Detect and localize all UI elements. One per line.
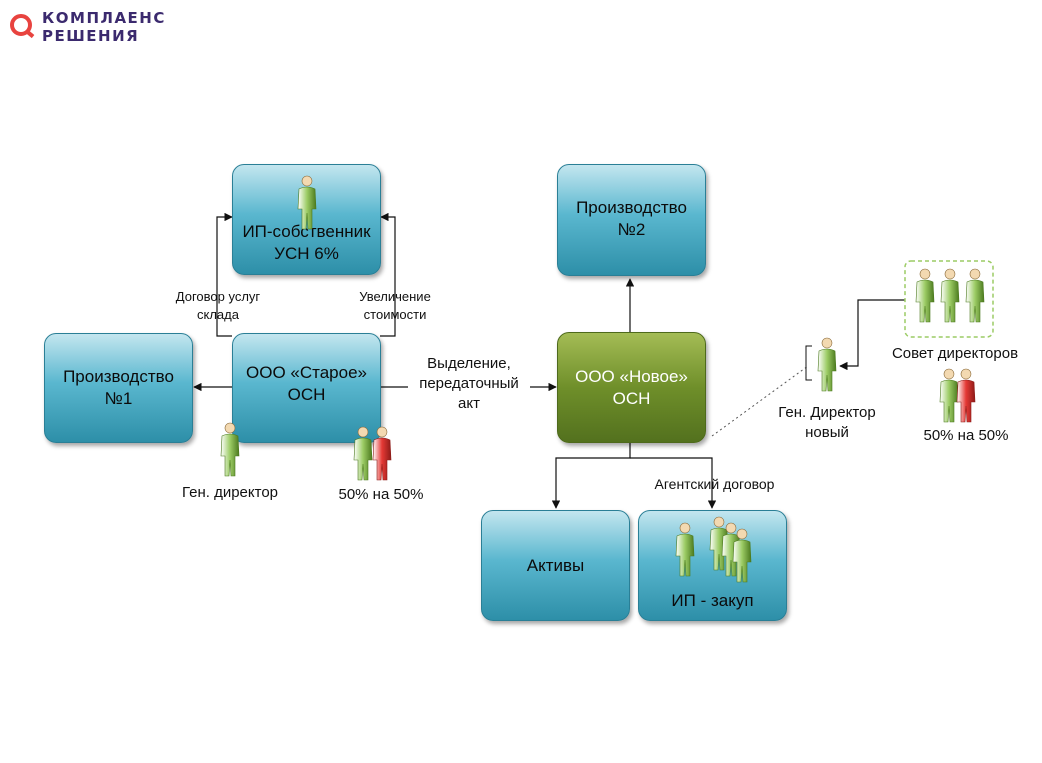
label-spin-off-line2: передаточный bbox=[419, 375, 519, 392]
ip-owner-person-icon bbox=[297, 175, 317, 230]
company-logo: КОМПЛАЕНС РЕШЕНИЯ bbox=[8, 10, 208, 50]
label-service-contract-line1: Договор услуг bbox=[175, 289, 261, 304]
logo-line1: КОМПЛАЕНС bbox=[42, 9, 166, 27]
box-ooo-old-line1: ООО «Старое» bbox=[246, 363, 367, 382]
box-production1-line1: Производство bbox=[63, 367, 174, 386]
box-ooo-old-line2: ОСН bbox=[287, 385, 326, 404]
label-service-contract-line2: склада bbox=[197, 307, 239, 322]
box-assets: Активы bbox=[481, 510, 630, 621]
box-production1-line2: №1 bbox=[104, 389, 133, 408]
box-production2-line1: Производство bbox=[576, 198, 687, 217]
label-cost-increase-line1: Увеличение bbox=[359, 289, 431, 304]
ip-purchase-person-1-icon bbox=[675, 522, 695, 577]
director-bracket bbox=[805, 345, 812, 381]
box-assets-line1: Активы bbox=[526, 555, 585, 575]
board-member-3-person-icon bbox=[965, 268, 985, 323]
label-spin-off-line1: Выделение, bbox=[427, 355, 511, 372]
label-split-old: 50% на 50% bbox=[338, 486, 424, 503]
partner-green-person-icon bbox=[353, 426, 373, 481]
connector-service-contract bbox=[216, 212, 233, 337]
box-ip-purchase: ИП - закуп bbox=[638, 510, 787, 621]
box-ip-owner-line2: УСН 6% bbox=[274, 243, 339, 263]
box-production2: Производство №2 bbox=[557, 164, 706, 276]
partner-red-person-icon bbox=[372, 426, 392, 481]
board-member-1-person-icon bbox=[915, 268, 935, 323]
label-new-director-line2: новый bbox=[805, 424, 849, 441]
label-new-director: Ген. Директор новый bbox=[762, 403, 892, 443]
connector-new-to-assets bbox=[551, 443, 631, 509]
box-ip-owner-line1: ИП-собственник bbox=[242, 221, 371, 241]
label-cost-increase: Увеличение стоимости bbox=[340, 288, 450, 324]
label-service-contract: Договор услуг склада bbox=[163, 288, 273, 324]
box-production1: Производство №1 bbox=[44, 333, 193, 443]
box-ooo-new-line2: ОСН bbox=[612, 388, 651, 408]
connector-cost-increase bbox=[380, 212, 396, 337]
label-cost-increase-line2: стоимости bbox=[363, 307, 427, 322]
label-board: Совет директоров bbox=[891, 345, 1019, 362]
logo-mark-icon bbox=[10, 14, 32, 36]
label-spin-off: Выделение, передаточный акт bbox=[404, 354, 534, 414]
ip-purchase-person-4-icon bbox=[732, 528, 752, 583]
label-spin-off-line3: акт bbox=[458, 395, 480, 412]
box-ooo-new-line1: ООО «Новое» bbox=[575, 366, 688, 386]
box-production2-line2: №2 bbox=[617, 220, 646, 239]
gen-director-person-icon bbox=[220, 422, 240, 477]
connector-new-to-ip-purchase bbox=[630, 457, 717, 509]
label-gen-director: Ген. директор bbox=[181, 484, 278, 501]
logo-line2: РЕШЕНИЯ bbox=[42, 27, 140, 45]
connector-board-to-director bbox=[839, 299, 905, 371]
board-border bbox=[904, 260, 994, 338]
new-partner-red-person-icon bbox=[956, 368, 976, 423]
box-ip-purchase-line1: ИП - закуп bbox=[671, 591, 754, 610]
board-member-2-person-icon bbox=[940, 268, 960, 323]
new-partner-green-person-icon bbox=[939, 368, 959, 423]
label-new-director-line1: Ген. Директор bbox=[778, 404, 876, 421]
label-split-new: 50% на 50% bbox=[923, 427, 1009, 444]
box-ooo-new: ООО «Новое» ОСН bbox=[557, 332, 706, 443]
label-agent-contract: Агентский договор bbox=[654, 476, 775, 492]
box-ooo-old: ООО «Старое» ОСН bbox=[232, 333, 381, 443]
new-director-person-icon bbox=[817, 337, 837, 392]
